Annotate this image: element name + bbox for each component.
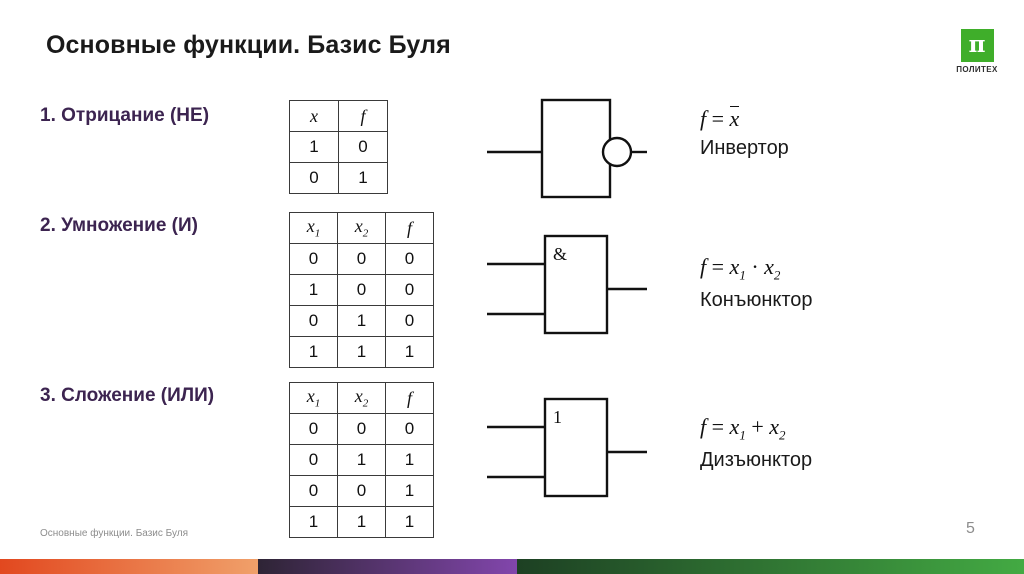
logo-wordmark: ПОЛИТЕХ	[956, 65, 998, 74]
table-row: 1 0 0	[289, 274, 434, 306]
formula-conjunction: f = x1 · x2	[700, 254, 781, 283]
table-row: 0 0 1	[289, 475, 434, 507]
table-header-x1: x1	[289, 212, 338, 244]
table-cell: 0	[337, 243, 386, 275]
table-cell: 1	[338, 162, 388, 194]
formula-block-inverter: f = x Инвертор	[700, 106, 789, 160]
table-cell: 0	[289, 475, 338, 507]
table-row: 0 1	[289, 162, 388, 194]
gate-symbol-and: &	[487, 232, 647, 342]
gate-label-and: &	[553, 244, 567, 264]
table-cell: 0	[337, 475, 386, 507]
table-cell: 1	[289, 274, 338, 306]
table-row: 0 0 0	[289, 243, 434, 275]
bar-segment-orange	[0, 559, 258, 574]
gate-name-disjunctor: Дизъюнктор	[700, 448, 813, 471]
table-header-x: x	[289, 100, 339, 132]
formula-block-conjunction: f = x1 · x2 Конъюнктор	[700, 254, 813, 312]
table-cell: 0	[289, 243, 338, 275]
page-title: Основные функции. Базис Буля	[46, 31, 451, 59]
section-heading-conjunction: 2. Умножение (И)	[40, 215, 198, 236]
table-header-f: f	[338, 100, 388, 132]
logo-mark: π	[960, 29, 994, 62]
table-cell: 0	[338, 131, 388, 163]
table-cell: 1	[289, 506, 338, 538]
table-cell: 1	[337, 305, 386, 337]
formula-disjunction: f = x1 + x2	[700, 414, 786, 443]
table-cell: 0	[385, 413, 434, 445]
table-cell: 0	[385, 243, 434, 275]
bottom-color-bar	[0, 559, 1024, 574]
table-cell: 0	[385, 274, 434, 306]
table-row: 1 1 1	[289, 506, 434, 538]
table-cell: 1	[337, 506, 386, 538]
table-row: x1 x2 f	[289, 382, 434, 414]
table-header-f: f	[385, 382, 434, 414]
gate-symbol-inverter	[487, 96, 647, 206]
table-header-x2: x2	[337, 212, 386, 244]
table-row: 0 1 1	[289, 444, 434, 476]
table-header-x2: x2	[337, 382, 386, 414]
formula-block-disjunction: f = x1 + x2 Дизъюнктор	[700, 414, 813, 472]
table-cell: 1	[385, 475, 434, 507]
gate-label-or: 1	[553, 407, 562, 427]
table-row: 1 0	[289, 131, 388, 163]
section-heading-negation: 1. Отрицание (НЕ)	[40, 105, 210, 126]
table-row: 0 1 0	[289, 305, 434, 337]
table-cell: 0	[289, 413, 338, 445]
pi-icon: π	[968, 31, 986, 58]
table-row: 1 1 1	[289, 336, 434, 368]
table-cell: 0	[289, 305, 338, 337]
table-cell: 0	[385, 305, 434, 337]
footer-note: Основные функции. Базис Буля	[40, 528, 189, 539]
table-row: x f	[289, 100, 388, 132]
gate-symbol-or: 1	[487, 395, 647, 505]
bar-segment-green	[517, 559, 1024, 574]
table-row: x1 x2 f	[289, 212, 434, 244]
table-cell: 1	[337, 444, 386, 476]
formula-negation: f = x	[700, 106, 740, 131]
table-cell: 0	[337, 413, 386, 445]
table-cell: 1	[385, 444, 434, 476]
table-cell: 1	[337, 336, 386, 368]
truth-table-or: x1 x2 f 0 0 0 0 1 1 0 0 1 1 1 1	[289, 382, 434, 538]
table-cell: 1	[289, 131, 339, 163]
table-row: 0 0 0	[289, 413, 434, 445]
table-cell: 1	[289, 336, 338, 368]
truth-table-not: x f 1 0 0 1	[289, 100, 388, 194]
polytech-logo: π ПОЛИТЕХ	[947, 29, 1007, 74]
truth-table-and: x1 x2 f 0 0 0 1 0 0 0 1 0 1 1 1	[289, 212, 434, 368]
gate-name-conjunctor: Конъюнктор	[700, 288, 813, 311]
gate-name-inverter: Инвертор	[700, 137, 789, 160]
table-cell: 0	[289, 162, 339, 194]
table-cell: 0	[337, 274, 386, 306]
table-header-f: f	[385, 212, 434, 244]
table-cell: 0	[289, 444, 338, 476]
table-cell: 1	[385, 336, 434, 368]
section-heading-disjunction: 3. Сложение (ИЛИ)	[40, 385, 215, 406]
page-number: 5	[966, 520, 975, 537]
table-header-x1: x1	[289, 382, 338, 414]
bar-segment-purple	[258, 559, 517, 574]
table-cell: 1	[385, 506, 434, 538]
